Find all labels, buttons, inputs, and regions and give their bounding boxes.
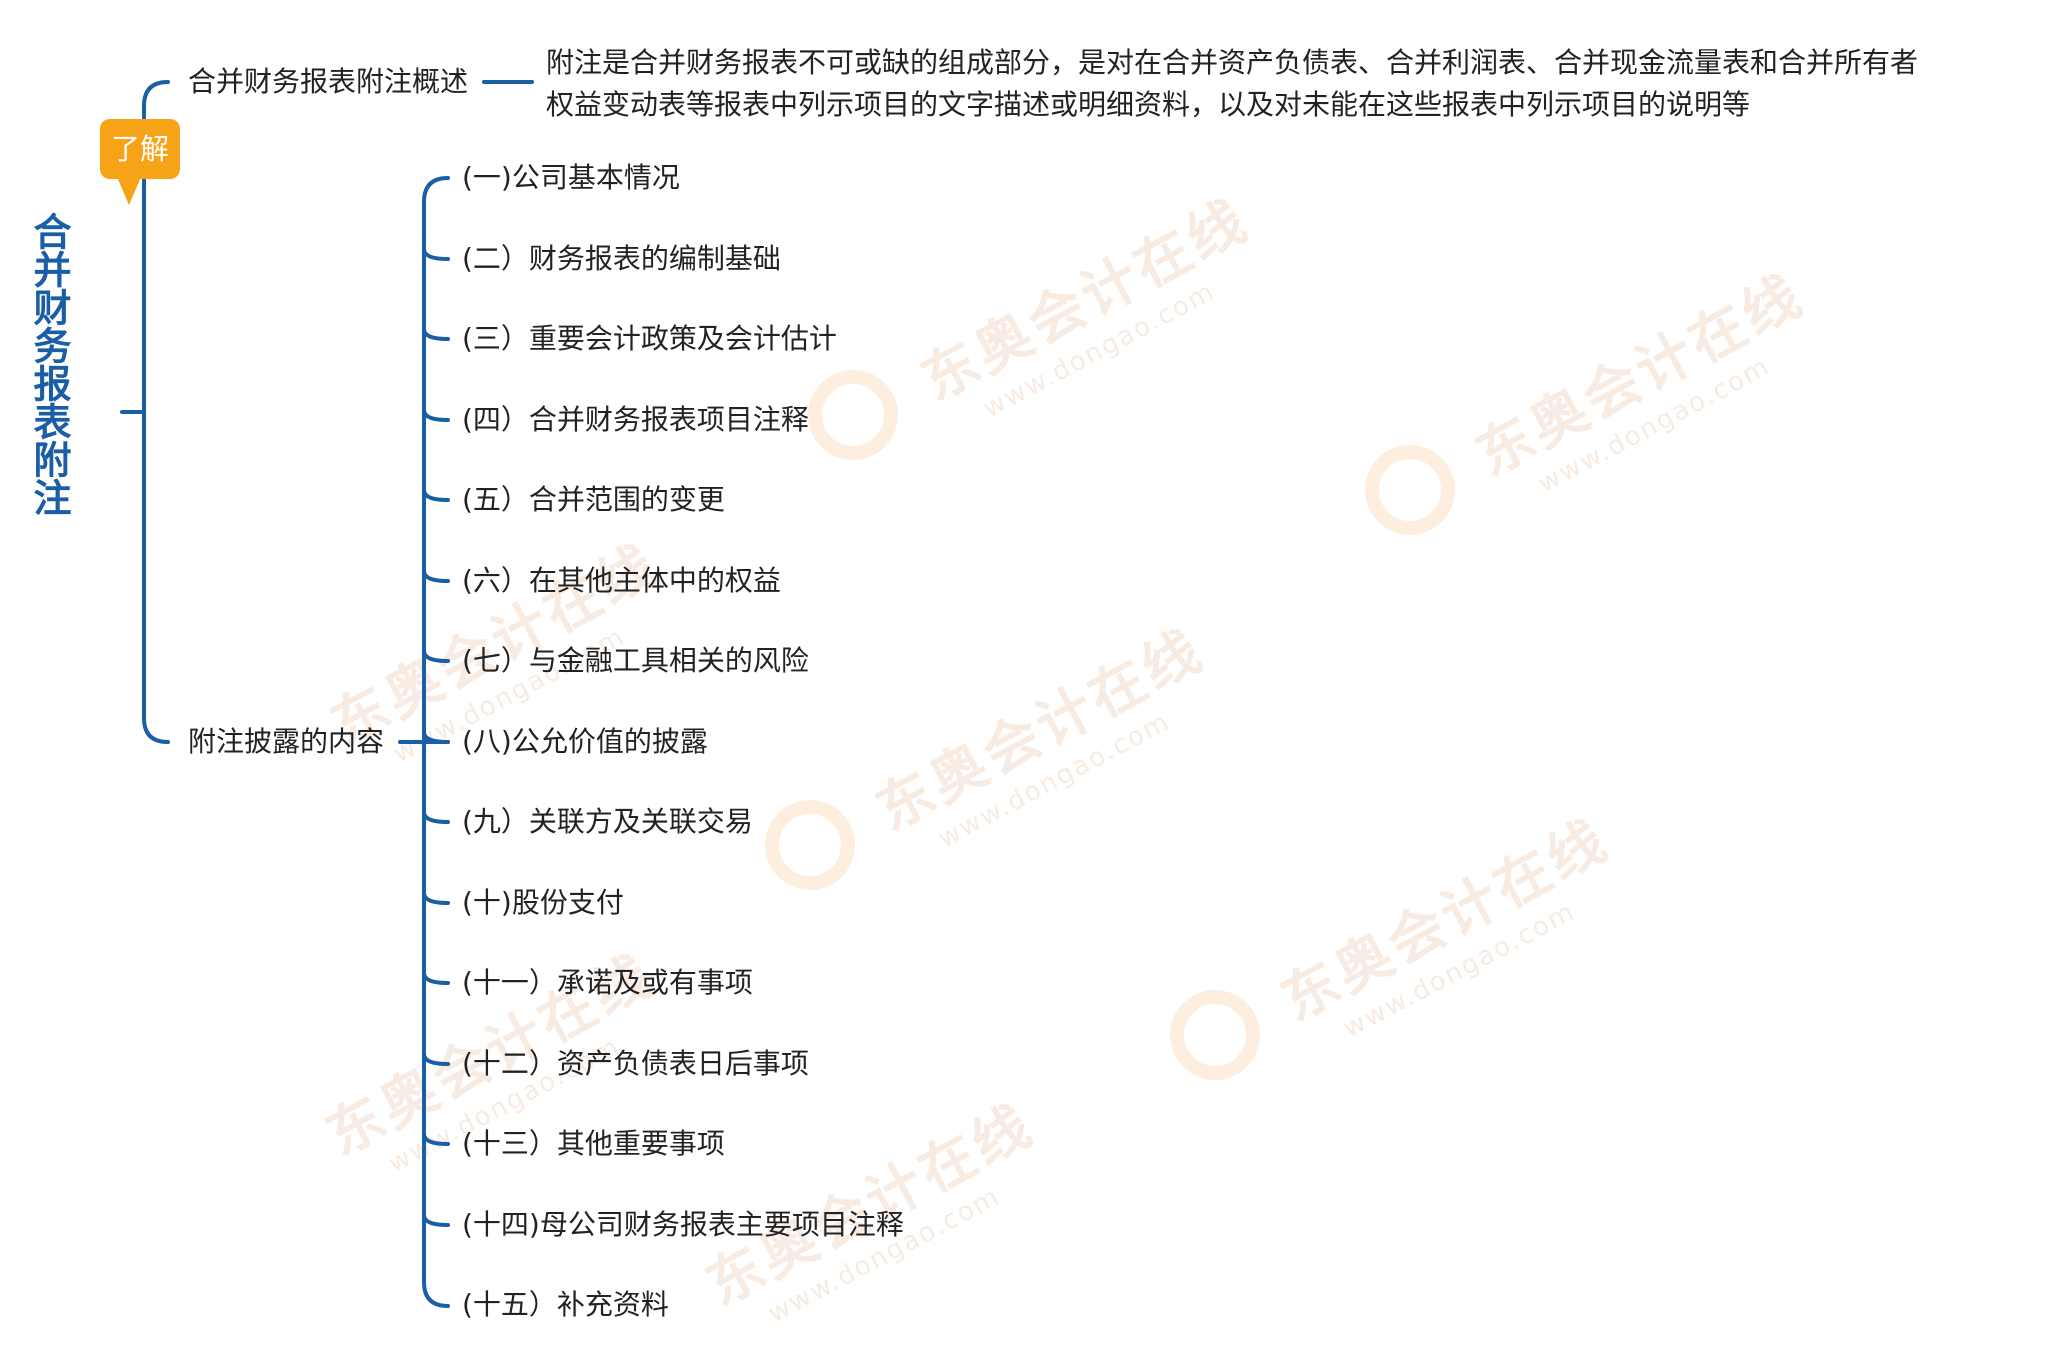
- content-item[interactable]: (三）重要会计政策及会计估计: [462, 322, 837, 355]
- main-bracket: [142, 80, 170, 744]
- item-connector: [422, 971, 450, 985]
- item-connector: [422, 408, 450, 422]
- content-item[interactable]: (九）关联方及关联交易: [462, 805, 753, 838]
- sub-bracket: [422, 176, 450, 1308]
- content-item[interactable]: (七）与金融工具相关的风险: [462, 644, 809, 677]
- badge-pointer-icon: [117, 177, 141, 205]
- branch-contents-label[interactable]: 附注披露的内容: [188, 725, 385, 758]
- item-connector: [422, 649, 450, 663]
- content-item[interactable]: (八)公允价值的披露: [462, 725, 708, 758]
- item-connector: [422, 1052, 450, 1066]
- content-item[interactable]: (十一）承诺及或有事项: [462, 966, 753, 999]
- overview-description: 附注是合并财务报表不可或缺的组成部分，是对在合并资产负债表、合并利润表、合并现金…: [546, 46, 1919, 121]
- item-connector: [422, 488, 450, 502]
- content-item[interactable]: (五）合并范围的变更: [462, 483, 725, 516]
- item-connector: [422, 730, 450, 744]
- item-connector: [422, 810, 450, 824]
- content-item[interactable]: (六）在其他主体中的权益: [462, 564, 781, 597]
- item-connector: [422, 569, 450, 583]
- content-item[interactable]: (十二）资产负债表日后事项: [462, 1047, 809, 1080]
- content-item[interactable]: (十三）其他重要事项: [462, 1127, 725, 1160]
- content-item[interactable]: (十五）补充资料: [462, 1288, 669, 1321]
- content-item[interactable]: (十)股份支付: [462, 886, 624, 919]
- item-connector: [422, 891, 450, 905]
- content-item[interactable]: (二）财务报表的编制基础: [462, 242, 781, 275]
- content-item[interactable]: (四）合并财务报表项目注释: [462, 403, 809, 436]
- root-title: 合并财务报表附注: [27, 212, 71, 516]
- content-item[interactable]: (一)公司基本情况: [462, 161, 680, 194]
- item-ticks: [422, 247, 450, 1227]
- branch-overview-label[interactable]: 合并财务报表附注概述: [188, 65, 469, 98]
- item-connector: [422, 1213, 450, 1227]
- content-item[interactable]: (十四)母公司财务报表主要项目注释: [462, 1208, 904, 1241]
- item-connector: [422, 247, 450, 261]
- level-badge: 了解: [100, 119, 180, 179]
- item-connector: [422, 1132, 450, 1146]
- item-connector: [422, 327, 450, 341]
